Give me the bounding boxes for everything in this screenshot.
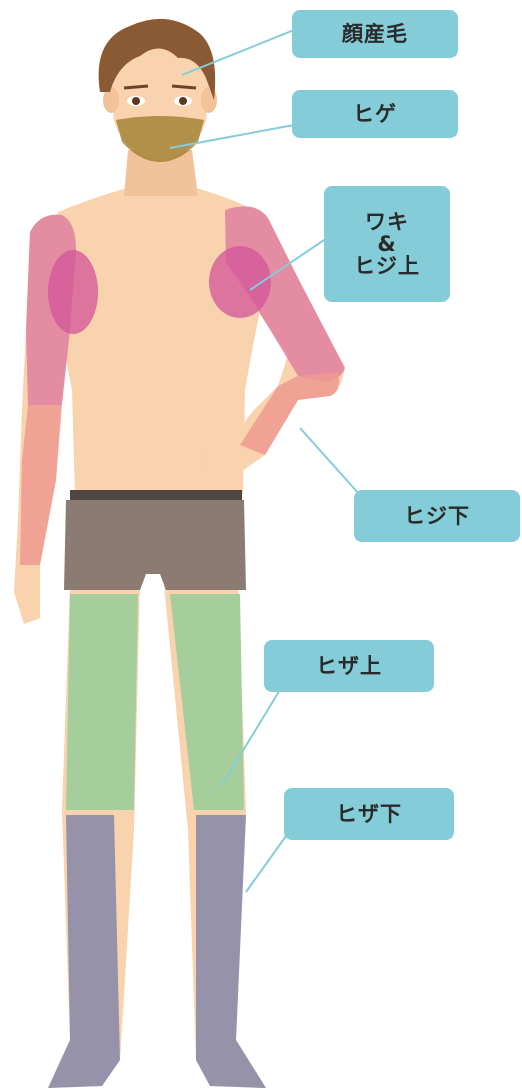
forearm-zone (20, 372, 339, 565)
beard-label: ヒゲ (292, 90, 458, 138)
thigh-label: ヒザ上 (264, 640, 434, 692)
face-hair-label: 顔産毛 (292, 10, 458, 58)
forearm-label: ヒジ下 (354, 490, 520, 542)
shorts (64, 490, 246, 590)
beard-zone (116, 116, 204, 162)
shin-label: ヒザ下 (284, 788, 454, 840)
armpit-elbow-label: ワキ & ヒジ上 (324, 186, 450, 302)
neck (124, 150, 198, 196)
torso (58, 188, 262, 495)
armpit-zone (48, 246, 271, 334)
shin-zone (48, 815, 266, 1088)
thigh-zone (66, 594, 244, 810)
